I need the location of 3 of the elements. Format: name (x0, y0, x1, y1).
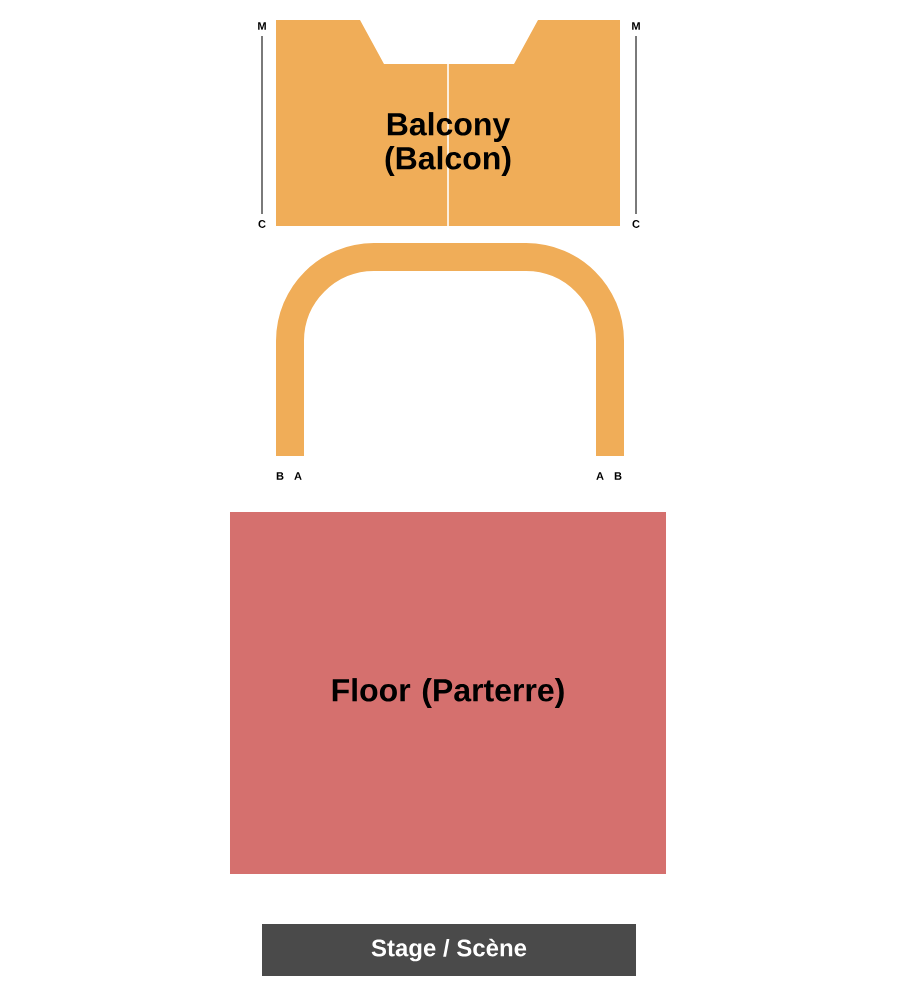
seating-band (276, 243, 624, 456)
stage: Stage / Scène (262, 924, 636, 976)
floor-section: Floor (Parterre) (230, 512, 666, 874)
